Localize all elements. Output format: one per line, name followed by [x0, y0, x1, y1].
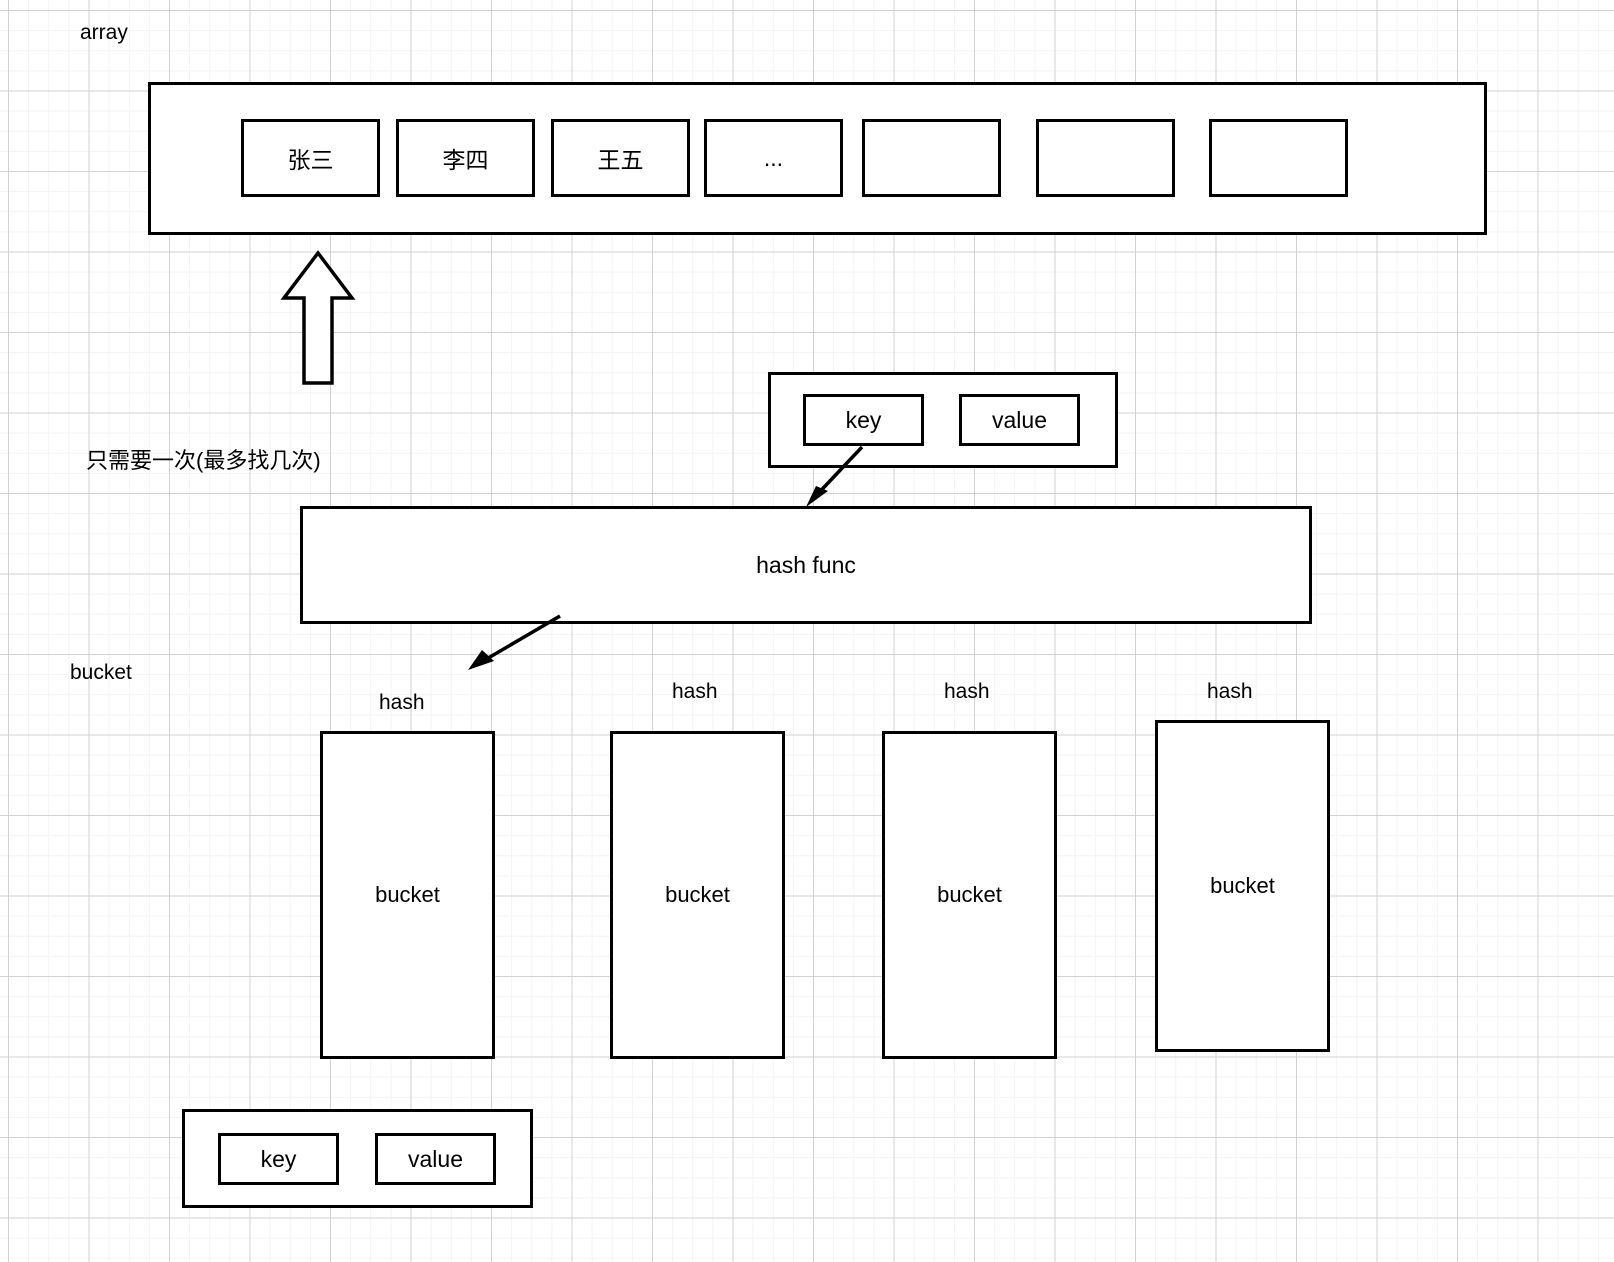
bucket-box[interactable]: bucket [320, 731, 495, 1059]
hash-func-box[interactable]: hash func [300, 506, 1312, 624]
key-label: key [845, 406, 882, 433]
bucket-box[interactable]: bucket [610, 731, 785, 1059]
key-label: key [260, 1145, 297, 1172]
bucket-label: bucket [1210, 873, 1275, 898]
array-cell-label: ... [763, 144, 784, 171]
value-label: value [408, 1145, 463, 1172]
hash-func-label: hash func [756, 551, 856, 578]
hash-label: hash [379, 691, 425, 714]
array-cell[interactable]: 张三 [241, 119, 380, 197]
bucket-box[interactable]: bucket [1155, 720, 1330, 1052]
array-cell[interactable]: 王五 [551, 119, 690, 197]
bucket-section-label: bucket [70, 661, 132, 684]
note-label-cn: 只需要一次(最多找几次) [86, 448, 321, 473]
array-cell-label: 李四 [442, 147, 489, 173]
array-cell[interactable] [1036, 119, 1175, 197]
array-cell[interactable] [1209, 119, 1348, 197]
key-box-bottom[interactable]: key [218, 1133, 339, 1185]
value-box-top[interactable]: value [959, 394, 1080, 446]
array-label: array [80, 21, 128, 44]
arrow-hashfunc-to-bucket [468, 614, 561, 670]
bucket-label: bucket [665, 882, 730, 907]
block-up-arrow-icon [280, 250, 356, 385]
value-box-bottom[interactable]: value [375, 1133, 496, 1185]
hash-label: hash [944, 680, 990, 703]
array-cell[interactable] [862, 119, 1001, 197]
array-cell[interactable]: ... [704, 119, 843, 197]
hash-label: hash [672, 680, 718, 703]
array-cell-label: 王五 [597, 147, 644, 173]
array-cell[interactable]: 李四 [396, 119, 535, 197]
bucket-label: bucket [375, 882, 440, 907]
value-label: value [992, 406, 1047, 433]
hash-label: hash [1207, 680, 1253, 703]
array-cell-label: 张三 [287, 147, 334, 173]
bucket-box[interactable]: bucket [882, 731, 1057, 1059]
key-box-top[interactable]: key [803, 394, 924, 446]
bucket-label: bucket [937, 882, 1002, 907]
